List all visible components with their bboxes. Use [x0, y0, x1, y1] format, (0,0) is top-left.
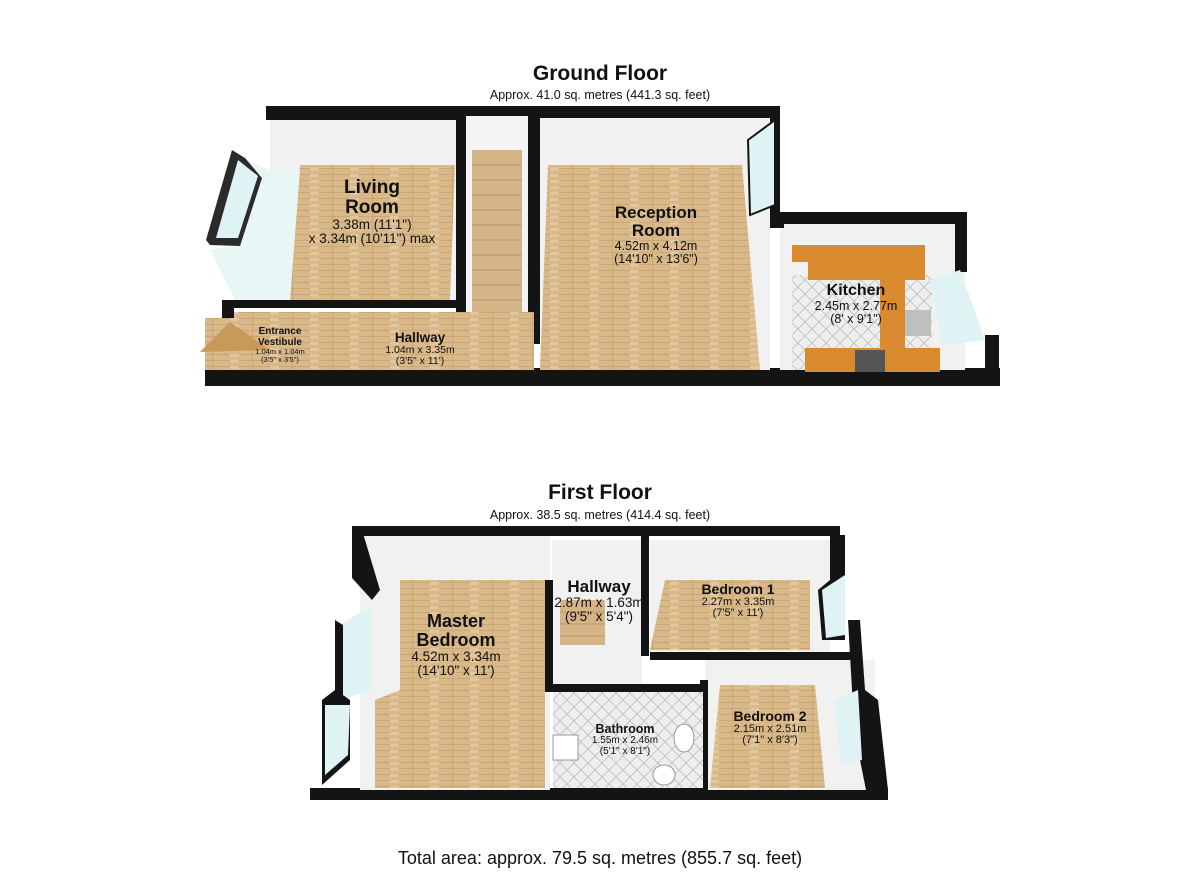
first-floor-title: First Floor — [548, 481, 652, 504]
reception-room-wood — [540, 165, 760, 370]
kitchen-dim-1: 2.45m x 2.77m — [814, 298, 898, 313]
kitchen-hob — [855, 350, 885, 372]
wall-kitchen-top — [780, 212, 965, 224]
bathroom-dim-1: 1.55m x 2.46m — [591, 735, 659, 747]
reception-room-name-2: Room — [631, 220, 681, 240]
ff-hallway-dim-1: 2.87m x 1.63m — [554, 594, 644, 610]
living-room-name-1: Living — [344, 177, 400, 198]
bathroom-shower — [552, 734, 579, 761]
hallway-name: Hallway — [394, 330, 446, 345]
master-bedroom-name-1: Master — [426, 611, 486, 631]
vestibule-dim-1: 1.04m x 1.04m — [255, 347, 305, 356]
bedroom-2-window — [835, 690, 862, 765]
first-floor-base — [310, 788, 888, 800]
master-window-glass — [340, 605, 372, 700]
ff-hallway-name: Hallway — [567, 577, 631, 596]
wall-ff-hallway-top — [550, 526, 650, 536]
hallway-label: Hallway 1.04m x 3.35m (3'5" x 11') — [370, 330, 470, 368]
bedroom-1-wood — [650, 580, 810, 650]
wall-reception-top — [530, 106, 775, 118]
vestibule-name-2: Vestibule — [258, 336, 302, 348]
living-room-dim-2: x 3.34m (10'11") max — [308, 231, 436, 247]
bedroom-2-dim-2: (7'1" x 8'3") — [742, 734, 798, 747]
living-room-bay-wall — [210, 152, 300, 300]
entrance-vestibule-label: Entrance Vestibule 1.04m x 1.04m (3'5" x… — [248, 326, 312, 364]
kitchen-dim-2: (8' x 9'1") — [830, 311, 882, 326]
bedroom-2-wall-right — [848, 620, 888, 790]
reception-room-dim-2: (14'10" x 13'6") — [614, 251, 698, 266]
bedroom-2-label: Bedroom 2 2.15m x 2.51m (7'1" x 8'3") — [720, 709, 820, 747]
living-room-label: Living Room 3.38m (11'1") x 3.34m (10'11… — [282, 178, 462, 246]
ground-floor-plan — [200, 106, 1000, 386]
master-bedroom-name-2: Bedroom — [416, 629, 496, 650]
vestibule-dim-2: (3'5" x 3'5") — [261, 354, 299, 364]
wall-bathroom-top — [545, 684, 705, 692]
ff-hallway-dim-2: (9'5" x 5'4") — [564, 609, 633, 625]
wall-stairs-top — [466, 106, 530, 116]
bedroom-2-wood — [710, 685, 825, 788]
bathroom-label: Bathroom 1.55m x 2.46m (5'1" x 8'1") — [580, 722, 670, 757]
kitchen-worktop — [792, 245, 940, 372]
master-bedroom-dim-1: 4.52m x 3.34m — [411, 648, 501, 664]
bathroom-toilet — [652, 764, 676, 786]
master-window-upper — [352, 526, 380, 600]
master-bedroom-wood — [375, 580, 545, 788]
vestibule-door — [200, 322, 270, 352]
reception-room-label: Reception Room 4.52m x 4.12m (14'10" x 1… — [588, 204, 724, 266]
bathroom-basin — [673, 723, 695, 753]
bedroom-2-name: Bedroom 2 — [733, 708, 807, 724]
wall-kitchen-right-low — [985, 335, 999, 380]
hallway-dim-2: (3'5" x 11') — [395, 355, 445, 368]
master-bedroom-dim-2: (14'10" x 11') — [417, 662, 495, 678]
wall-ff-hallway-left — [545, 580, 553, 690]
wall-hallway-top — [234, 300, 456, 308]
ff-stairs — [560, 600, 605, 645]
wall-kitchen-left — [770, 216, 784, 228]
vestibule-name-1: Entrance — [258, 326, 302, 337]
wall-living-right — [456, 114, 468, 314]
reception-room-name-1: Reception — [614, 203, 698, 222]
hallway-dim-1: 1.04m x 3.35m — [385, 344, 455, 357]
ff-hallway-label: Hallway 2.87m x 1.63m (9'5" x 5'4") — [543, 578, 655, 624]
wall-bedroom-2-left — [700, 680, 708, 790]
wall-bedroom-divider — [650, 652, 855, 660]
kitchen-label: Kitchen 2.45m x 2.77m (8' x 9'1") — [806, 282, 906, 326]
ground-floor-area: Approx. 41.0 sq. metres (441.3 sq. feet) — [489, 88, 711, 102]
living-room-name-2: Room — [345, 196, 399, 218]
reception-window — [746, 118, 776, 217]
kitchen-name: Kitchen — [826, 282, 886, 299]
stairs — [472, 150, 522, 322]
bedroom-1-name: Bedroom 1 — [701, 581, 775, 597]
reception-room-dim-1: 4.52m x 4.12m — [614, 238, 698, 253]
living-room-dim-1: 3.38m (11'1") — [332, 216, 412, 232]
bedroom-2-dim-1: 2.15m x 2.51m — [733, 722, 807, 735]
wall-bedroom-1-top — [650, 526, 840, 536]
wall-ff-hallway-right — [641, 536, 649, 656]
living-room-wood — [290, 165, 455, 300]
total-area: Total area: approx. 79.5 sq. metres (855… — [397, 848, 803, 868]
bedroom-1-label: Bedroom 1 2.27m x 3.35m (7'5" x 11') — [688, 582, 788, 620]
wall-master-top — [352, 526, 552, 536]
bedroom-1-dim-1: 2.27m x 3.35m — [701, 595, 775, 608]
first-floor-plan — [310, 526, 888, 800]
bay-window-glass — [216, 160, 258, 238]
wall-kitchen-right — [955, 212, 967, 272]
bathroom-name: Bathroom — [595, 722, 655, 736]
ground-floor-title: Ground Floor — [532, 62, 668, 85]
master-window-lower — [325, 705, 350, 775]
wall-stairs-right — [528, 114, 540, 344]
master-bedroom-label: Master Bedroom 4.52m x 3.34m (14'10" x 1… — [396, 612, 516, 678]
bathroom-dim-2: (5'1" x 8'1") — [599, 745, 651, 757]
kitchen-sink — [905, 310, 931, 336]
bedroom-1-window — [822, 575, 845, 638]
bedroom-1-dim-2: (7'5" x 11') — [712, 607, 764, 620]
kitchen-window — [930, 270, 985, 345]
first-floor-area: Approx. 38.5 sq. metres (414.4 sq. feet) — [489, 508, 711, 522]
wall-top-living — [266, 106, 466, 120]
ground-floor-base — [205, 368, 1000, 386]
